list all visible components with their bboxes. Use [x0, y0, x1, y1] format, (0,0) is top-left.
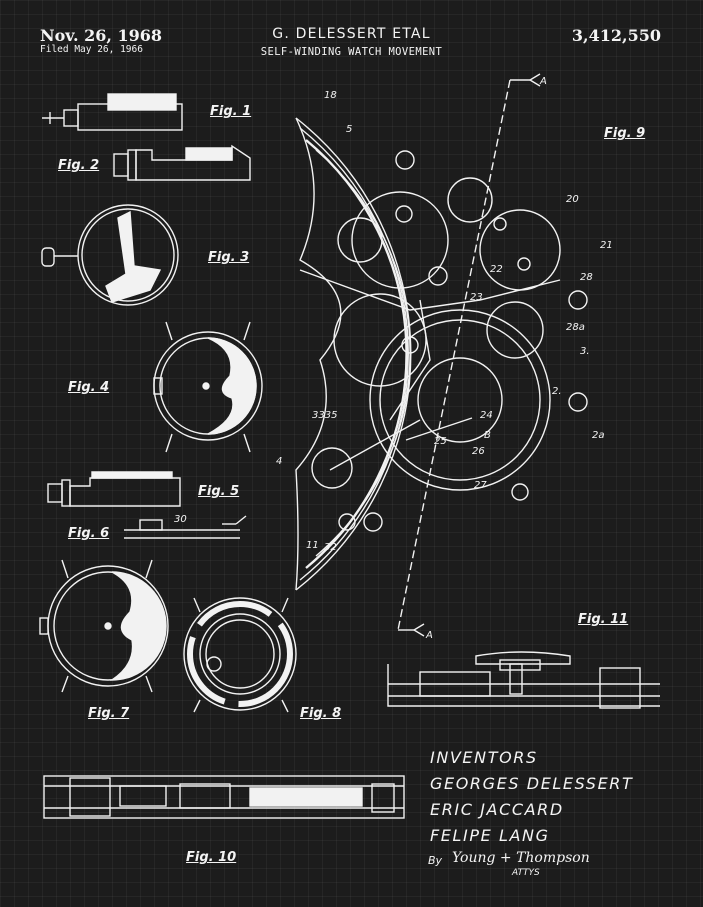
- fig8-drawing: [183, 597, 297, 713]
- ref-24: 24: [480, 410, 493, 421]
- fig2-drawing: [113, 144, 251, 181]
- patent-date: Nov. 26, 1968: [40, 26, 163, 45]
- fig1-drawing: [42, 93, 183, 131]
- fig5-drawing: [47, 471, 181, 507]
- ref-20: 20: [566, 194, 579, 205]
- by-label: By: [428, 854, 443, 867]
- fig1-label: Fig. 1: [210, 104, 252, 119]
- fig4-label: Fig. 4: [68, 380, 110, 395]
- fig11-drawing: [387, 651, 660, 709]
- ref-2a: 2a: [592, 430, 605, 441]
- ref-2: 2.: [552, 386, 562, 397]
- fig11-label: Fig. 11: [578, 612, 629, 627]
- fig6-label: Fig. 6: [68, 526, 110, 541]
- inventor-header: G. DELESSERT ETAL: [272, 26, 431, 42]
- fig9-label: Fig. 9: [604, 126, 646, 141]
- ref-25: 25: [434, 436, 447, 447]
- ref-11: 11: [306, 540, 319, 551]
- section-a-top: A: [540, 76, 547, 87]
- attys-label: ATTYS: [512, 868, 540, 878]
- patent-title: SELF-WINDING WATCH MOVEMENT: [260, 46, 443, 58]
- fig7-label: Fig. 7: [88, 706, 130, 721]
- fig3-drawing: [41, 204, 179, 306]
- fig10-drawing: [43, 775, 405, 819]
- inventor-name-2: ERIC JACCARD: [430, 800, 564, 819]
- ref-5: 5: [346, 124, 353, 135]
- patent-number: 3,412,550: [571, 26, 661, 45]
- ref-3335: 3335: [312, 410, 338, 421]
- ref-3: 3.: [580, 346, 590, 357]
- fig5-label: Fig. 5: [198, 484, 240, 499]
- ref-27: 27: [474, 480, 487, 491]
- filed-date: Filed May 26, 1966: [40, 44, 143, 55]
- ref-22: 22: [490, 264, 503, 275]
- section-a-bottom: A: [426, 630, 433, 641]
- fig10-label: Fig. 10: [186, 850, 237, 865]
- inventors-heading: INVENTORS: [430, 748, 538, 767]
- fig6-drawing: [124, 515, 247, 539]
- ref-26: 26: [472, 446, 485, 457]
- ref-23: 23: [470, 292, 483, 303]
- ref-28a: 28a: [566, 322, 585, 333]
- inventor-name-1: GEORGES DELESSERT: [430, 774, 634, 793]
- ref-32: 32: [324, 542, 337, 553]
- fig9-drawing: [295, 73, 588, 637]
- ref-30: 30: [174, 514, 187, 525]
- fig2-label: Fig. 2: [58, 158, 100, 173]
- ref-4: 4: [276, 456, 283, 467]
- ref-28: 28: [580, 272, 593, 283]
- ref-21: 21: [600, 240, 613, 251]
- inventor-name-3: FELIPE LANG: [430, 826, 550, 845]
- fig4-drawing: [153, 321, 263, 453]
- fig3-label: Fig. 3: [208, 250, 250, 265]
- fig8-label: Fig. 8: [300, 706, 342, 721]
- fig7-drawing: [39, 559, 169, 693]
- ref-18: 18: [324, 90, 337, 101]
- attorney-signature: Young + Thompson: [452, 850, 590, 866]
- section-b-label: B: [484, 430, 491, 441]
